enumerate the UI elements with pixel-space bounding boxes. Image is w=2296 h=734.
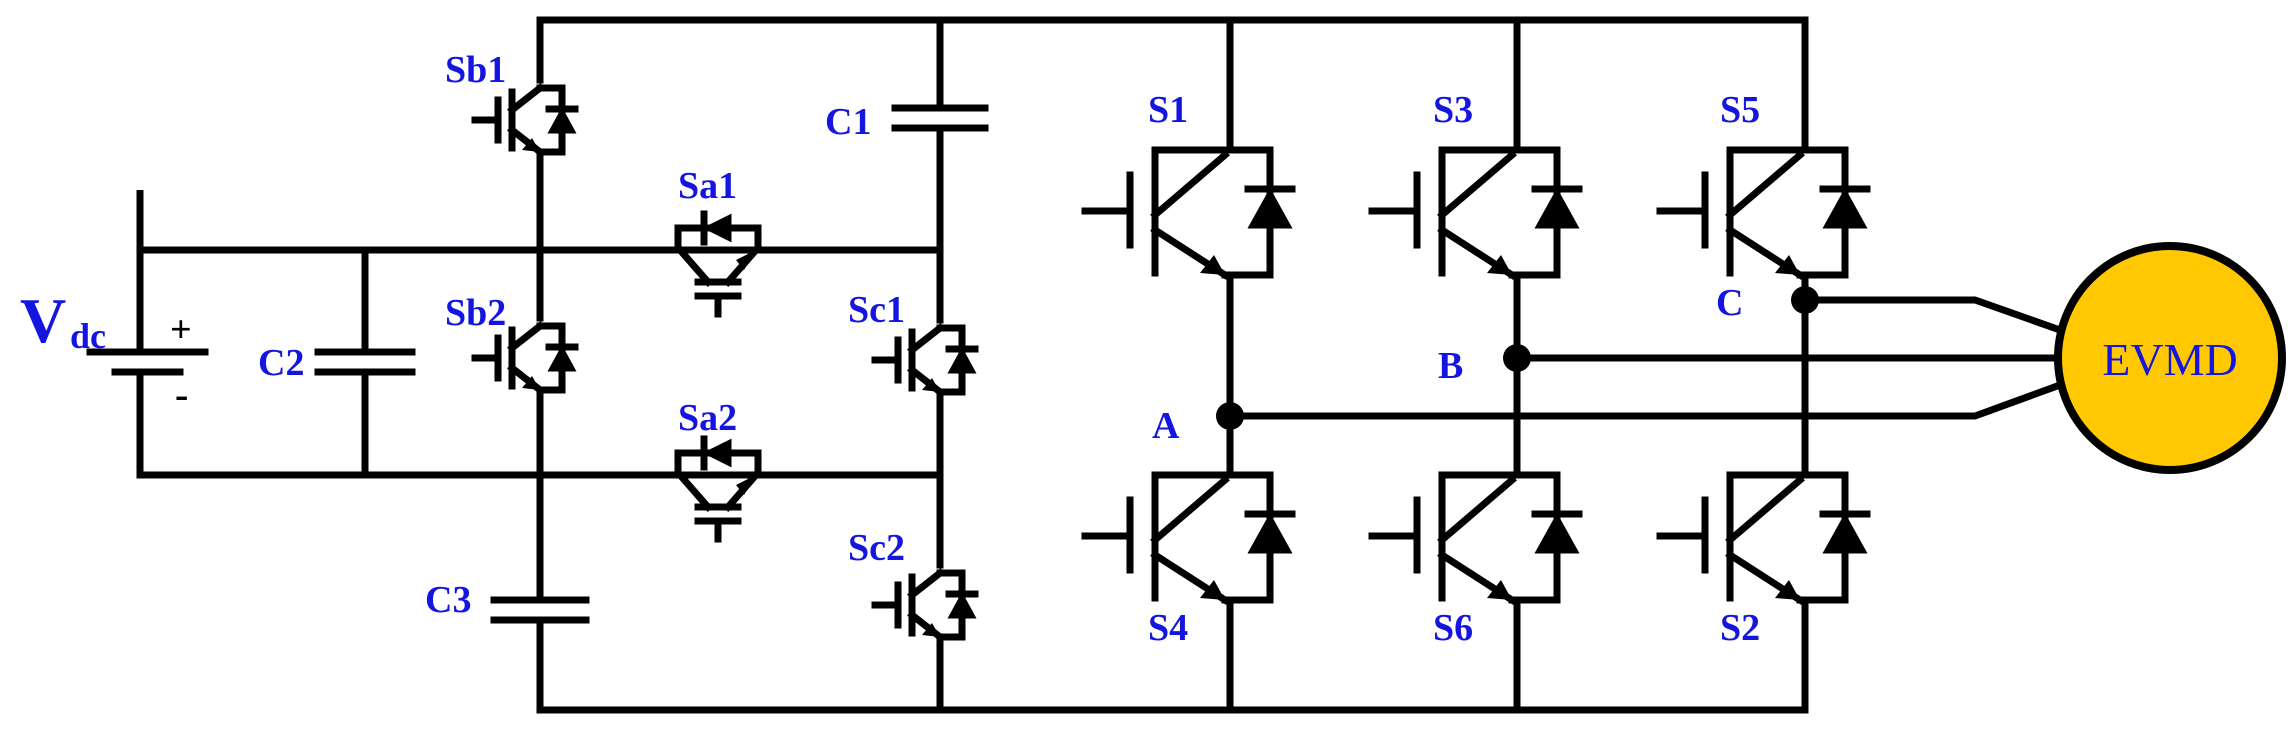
label-s2: S2 [1720, 607, 1760, 649]
motor-evmd [2054, 242, 2286, 474]
node-a-dot [1216, 402, 1244, 430]
switch-s6 [1372, 440, 1579, 630]
switch-s3 [1372, 115, 1579, 305]
node-b-dot [1503, 344, 1531, 372]
label-node-c: C [1716, 282, 1743, 324]
label-sa1: Sa1 [678, 165, 737, 207]
label-s5: S5 [1720, 89, 1760, 131]
label-s6: S6 [1433, 607, 1473, 649]
vdc-label: V [20, 285, 66, 356]
label-sc1: Sc1 [848, 289, 905, 331]
switch-sa2 [668, 439, 768, 539]
switch-sb2 [475, 326, 575, 390]
label-c1: C1 [825, 101, 871, 143]
minus-sign: - [175, 372, 188, 417]
label-node-a: A [1152, 405, 1180, 447]
switch-s4 [1085, 440, 1292, 630]
motor-label: EVMD [2102, 334, 2237, 385]
label-sb1: Sb1 [445, 49, 506, 91]
label-s1: S1 [1148, 89, 1188, 131]
label-s4: S4 [1148, 607, 1188, 649]
node-c-dot [1791, 286, 1819, 314]
switch-s5 [1660, 115, 1867, 305]
label-s3: S3 [1433, 89, 1473, 131]
switch-sb1 [475, 88, 575, 152]
label-sc2: Sc2 [848, 527, 905, 569]
label-node-b: B [1438, 345, 1463, 387]
switch-sa1 [668, 214, 768, 314]
label-sb2: Sb2 [445, 292, 506, 334]
label-sa2: Sa2 [678, 397, 737, 439]
switch-sc2 [875, 573, 975, 637]
phase-wires [1226, 296, 2065, 420]
capacitor-c3 [490, 596, 590, 714]
dc-source [86, 190, 209, 479]
label-c2: C2 [258, 342, 304, 384]
vdc-subscript: dc [70, 316, 106, 356]
switch-s1 [1085, 115, 1292, 305]
switch-sc1 [875, 328, 975, 392]
plus-sign: + [170, 309, 192, 351]
label-c3: C3 [425, 579, 471, 621]
capacitor-c2 [314, 246, 416, 479]
switch-s2 [1660, 440, 1867, 630]
